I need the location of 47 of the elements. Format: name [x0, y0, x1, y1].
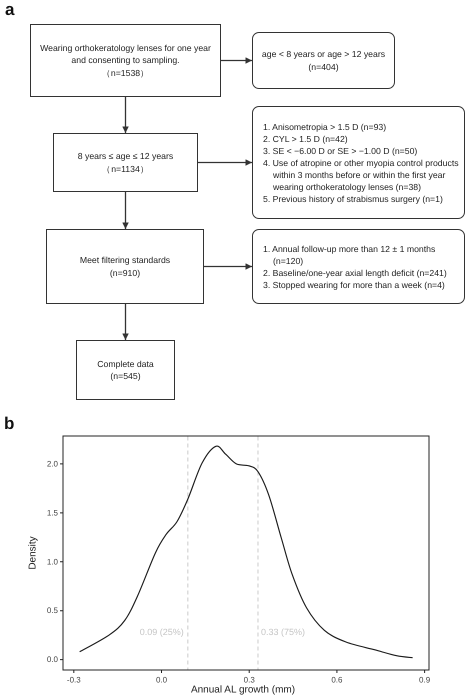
- arrow: [198, 159, 252, 166]
- axis-tick-label: 0.9: [419, 676, 430, 684]
- box-label: Meet filtering standards: [80, 254, 170, 266]
- process-box: [46, 229, 204, 304]
- axis-tick-label: 0.0: [46, 655, 58, 664]
- criterion-item: 3. Stopped wearing for more than a week (n=4): [263, 278, 446, 290]
- box-label: （n=1538）: [102, 66, 150, 80]
- process-box: [30, 24, 221, 97]
- exclusion-criteria-box: [252, 229, 465, 304]
- axis-tick-label: 0.3: [244, 676, 255, 684]
- criterion-item: 5. Previous history of strabismus surgery (n=1): [263, 192, 444, 204]
- arrow: [204, 263, 252, 270]
- annotation-label: 0.09 (25%): [140, 627, 184, 638]
- criterion-item: 1. Annual follow-up more than 12 ± 1 months (n=120): [263, 242, 436, 266]
- criterion-item: 2. Baseline/one-year axial length deficit (n=241): [263, 266, 448, 278]
- axis-title: Annual AL growth (mm): [190, 684, 296, 696]
- axis-tick-label: -0.3: [66, 676, 81, 684]
- box-label: （n=1134）: [102, 162, 149, 175]
- criterion-item: 1. Anisometropia > 1.5 D (n=93): [263, 120, 388, 132]
- box-label: Wearing orthokeratology lenses for one year and consenting to sampling.: [39, 42, 212, 67]
- box-label: 8 years ≤ age ≤ 12 years: [78, 150, 174, 162]
- criterion-item: 4. Use of atropine or other myopia control products within 3 months before or within the first year wearing orthokeratology lenses (n=38): [263, 156, 460, 192]
- arrow: [122, 97, 129, 133]
- box-label: (n=545): [110, 370, 141, 382]
- axis-tick-label: 0.5: [46, 606, 58, 616]
- process-box: [53, 133, 198, 192]
- box-label: age < 8 years or age > 12 years: [262, 48, 386, 60]
- axis-tick-label: 2.0: [46, 459, 58, 468]
- axis-tick-label: 1.5: [46, 508, 58, 518]
- panel-letter: b: [4, 415, 14, 432]
- box-label: (n=910): [110, 266, 140, 279]
- annotation-label: 0.33 (75%): [260, 627, 306, 638]
- axis-tick-label: 1.0: [46, 557, 58, 566]
- exclusion-box: [252, 32, 395, 89]
- axis-title: Density: [28, 536, 38, 570]
- arrow: [122, 304, 129, 340]
- panel-letter: a: [5, 1, 14, 18]
- process-box: [76, 340, 175, 400]
- criterion-item: 2. CYL > 1.5 D (n=42): [263, 132, 349, 144]
- arrow: [221, 57, 252, 64]
- exclusion-criteria-box: [252, 106, 465, 219]
- arrow: [122, 192, 129, 229]
- axis-tick-label: 0.6: [331, 676, 342, 684]
- criterion-item: 3. SE < −6.00 D or SE > −1.00 D (n=50): [263, 144, 418, 156]
- axis-tick-label: 0.0: [156, 676, 168, 684]
- box-label: Complete data: [97, 358, 154, 370]
- box-label: (n=404): [308, 60, 339, 73]
